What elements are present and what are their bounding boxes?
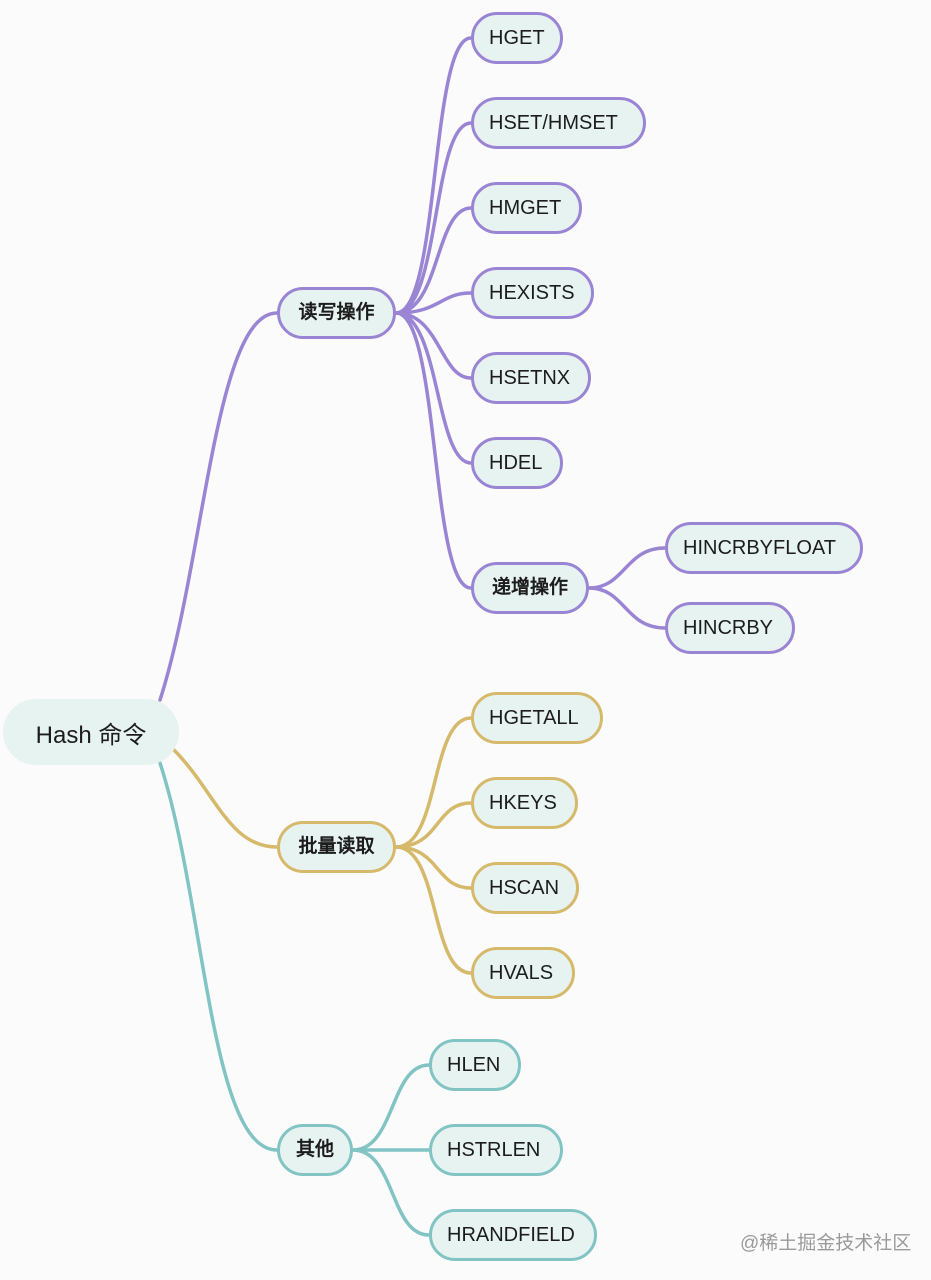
leaf-hget[interactable]: HGET bbox=[471, 12, 563, 64]
leaf-hincrbyfloat[interactable]: HINCRBYFLOAT bbox=[665, 522, 863, 574]
leaf-hlen[interactable]: HLEN bbox=[429, 1039, 521, 1091]
leaf-hscan[interactable]: HSCAN bbox=[471, 862, 579, 914]
leaf-hstrlen[interactable]: HSTRLEN bbox=[429, 1124, 563, 1176]
category-batch-read[interactable]: 批量读取 bbox=[277, 821, 396, 873]
leaf-hkeys[interactable]: HKEYS bbox=[471, 777, 578, 829]
edge-batch-hkeys bbox=[394, 801, 473, 849]
category-other[interactable]: 其他 bbox=[277, 1124, 353, 1176]
edge-incr-int bbox=[587, 586, 667, 630]
edge-other-hrandfield bbox=[351, 1148, 431, 1237]
edge-rw-hdel bbox=[394, 311, 473, 465]
edge-rw-hset bbox=[394, 121, 473, 315]
edge-batch-hvals bbox=[394, 845, 473, 975]
leaf-hsetnx[interactable]: HSETNX bbox=[471, 352, 591, 404]
category-increment[interactable]: 递增操作 bbox=[471, 562, 589, 614]
edge-root-rw bbox=[158, 311, 279, 702]
edge-rw-hsetnx bbox=[394, 311, 473, 380]
leaf-hvals[interactable]: HVALS bbox=[471, 947, 575, 999]
edge-rw-hmget bbox=[394, 206, 473, 315]
edge-root-other bbox=[158, 761, 279, 1152]
leaf-hset-hmset[interactable]: HSET/HMSET bbox=[471, 97, 646, 149]
leaf-hdel[interactable]: HDEL bbox=[471, 437, 563, 489]
edge-rw-incr bbox=[394, 311, 473, 590]
watermark: @稀土掘金技术社区 bbox=[740, 1233, 912, 1254]
leaf-hrandfield[interactable]: HRANDFIELD bbox=[429, 1209, 597, 1261]
category-read-write[interactable]: 读写操作 bbox=[277, 287, 396, 339]
edge-batch-hgetall bbox=[394, 716, 473, 849]
leaf-hmget[interactable]: HMGET bbox=[471, 182, 582, 234]
root-node[interactable]: Hash 命令 bbox=[3, 699, 179, 765]
edge-other-hlen bbox=[351, 1063, 431, 1152]
leaf-hincrby[interactable]: HINCRBY bbox=[665, 602, 795, 654]
edge-root-batch bbox=[170, 746, 279, 849]
edge-rw-hget bbox=[394, 36, 473, 315]
edge-rw-hexists bbox=[394, 291, 473, 315]
leaf-hgetall[interactable]: HGETALL bbox=[471, 692, 603, 744]
edge-batch-hscan bbox=[394, 845, 473, 890]
edge-incr-float bbox=[587, 546, 667, 590]
leaf-hexists[interactable]: HEXISTS bbox=[471, 267, 594, 319]
